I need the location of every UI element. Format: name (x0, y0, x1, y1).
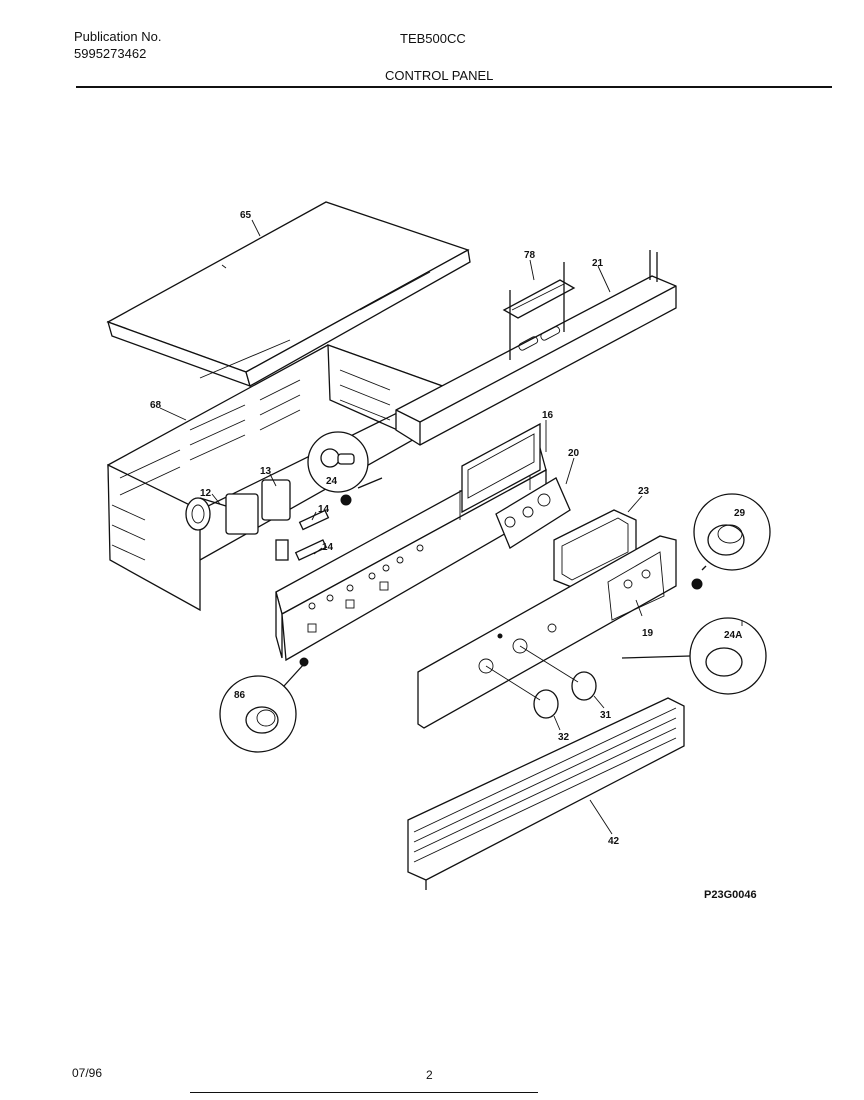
callout-13: 13 (260, 466, 272, 477)
model-number: TEB500CC (400, 31, 466, 46)
callout-31: 31 (600, 710, 612, 721)
callout-20: 20 (568, 448, 580, 459)
callout-68: 68 (150, 400, 162, 411)
callout-14-upper: 14 (318, 504, 330, 515)
leader-lines (159, 219, 743, 835)
overlay-frame-part (461, 422, 541, 514)
header-rule (76, 86, 832, 88)
callout-16: 16 (542, 410, 554, 421)
section-title: CONTROL PANEL (385, 68, 494, 83)
top-cover-part (106, 201, 471, 388)
handle-part (502, 262, 576, 360)
callout-32: 32 (558, 732, 570, 743)
callout-14-lower: 14 (322, 542, 334, 553)
publication-number: 5995273462 (74, 46, 147, 61)
footer-rule (190, 1092, 538, 1093)
knob-29-inset (691, 493, 771, 590)
callout-24a: 24A (724, 630, 742, 641)
knob-24a-inset (621, 617, 767, 695)
callout-42: 42 (608, 836, 620, 847)
knobs-31-32 (485, 645, 597, 719)
page-number: 2 (426, 1068, 433, 1082)
callout-78: 78 (524, 250, 536, 261)
callout-29: 29 (734, 508, 746, 519)
callout-labels: 65 78 21 68 16 20 23 13 24 12 14 14 29 1… (150, 210, 757, 901)
control-panel-part (417, 535, 677, 729)
trim-bar-part (395, 250, 677, 446)
publication-label: Publication No. (74, 29, 162, 44)
display-board-part (495, 477, 571, 549)
callout-19: 19 (642, 628, 654, 639)
callout-23: 23 (638, 486, 650, 497)
callout-86: 86 (234, 690, 246, 701)
knob-86-inset (219, 657, 309, 753)
callout-24: 24 (326, 476, 338, 487)
vent-trim-part (407, 697, 685, 890)
callout-65: 65 (240, 210, 252, 221)
footer-date: 07/96 (72, 1066, 103, 1080)
knob-24-inset (307, 431, 383, 493)
figure-id: P23G0046 (704, 889, 757, 901)
callout-21: 21 (592, 258, 604, 269)
callout-12: 12 (200, 488, 212, 499)
clock-components (185, 479, 352, 561)
